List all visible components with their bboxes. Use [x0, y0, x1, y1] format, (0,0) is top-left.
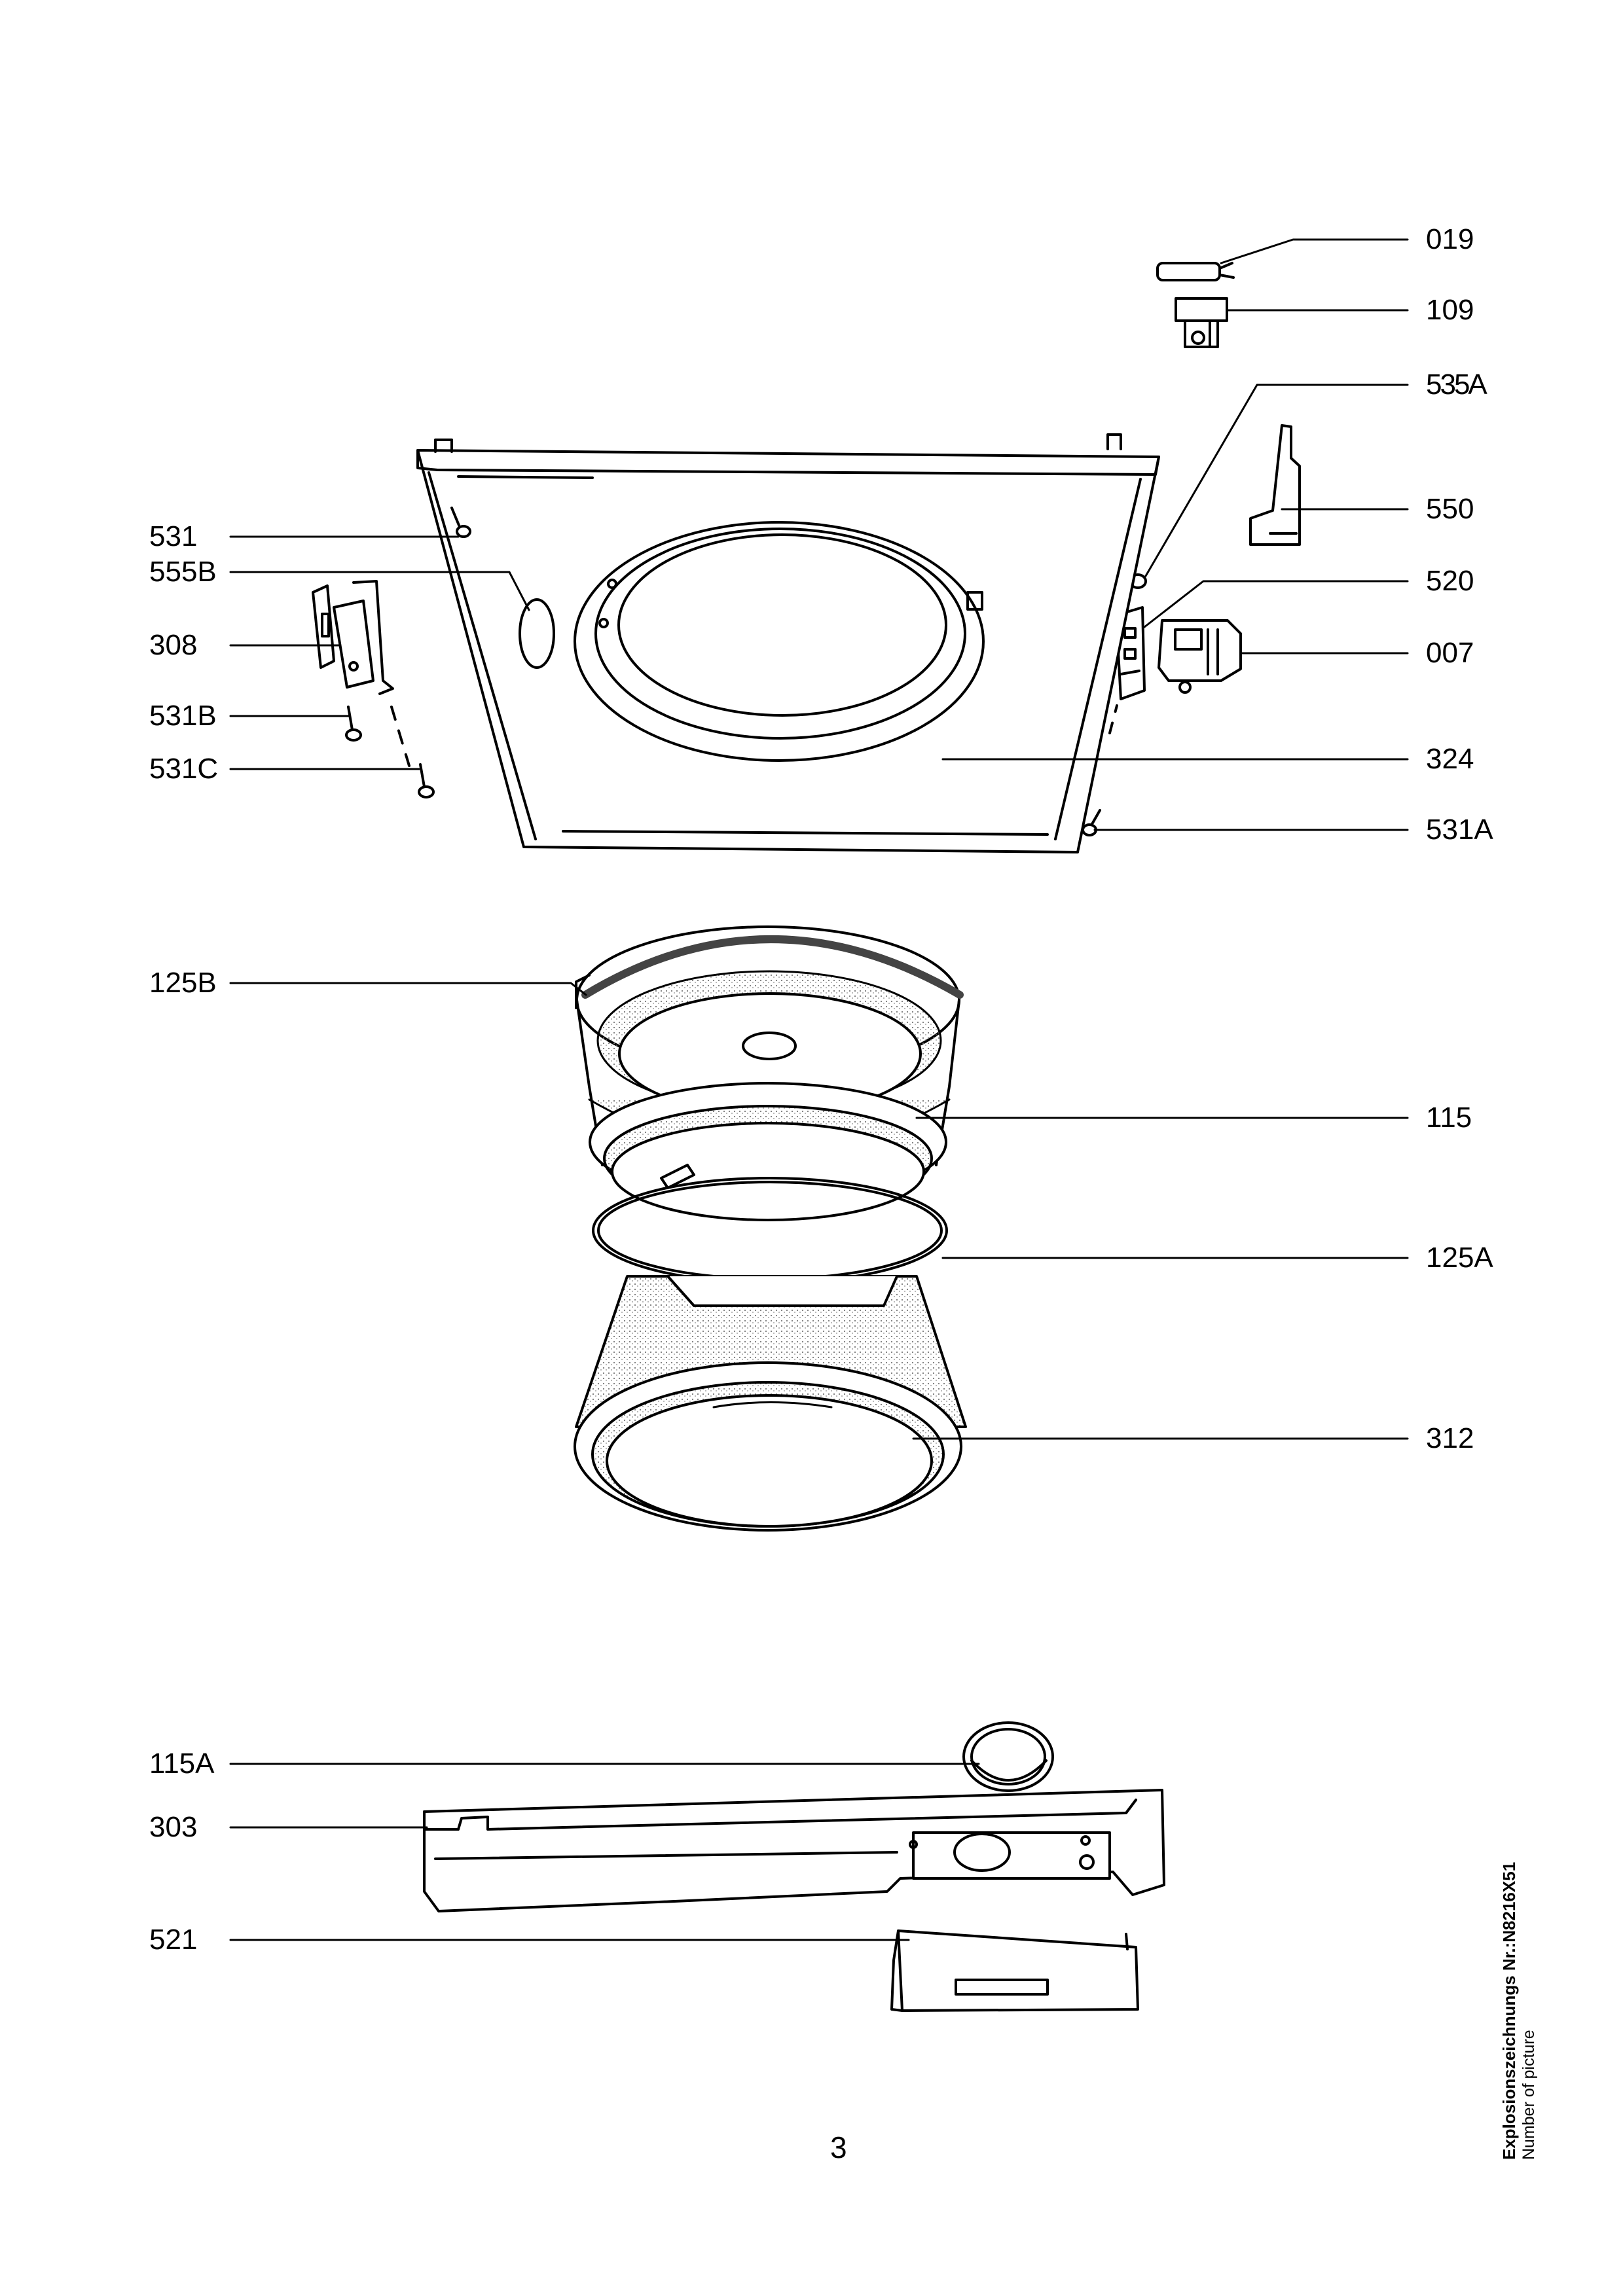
picture-number-title: Explosionszeichnungs Nr.:N8216X51 — [1499, 1861, 1519, 2160]
label-part-555B: 555B — [149, 556, 217, 588]
label-part-125B: 125B — [149, 967, 217, 999]
label-part-109: 109 — [1426, 294, 1474, 326]
part-007-door-interlock — [1158, 619, 1242, 694]
page-number: 3 — [830, 2130, 847, 2164]
part-019-hinge-pin — [1156, 262, 1235, 281]
part-550-door-hook — [1249, 424, 1301, 546]
part-109-hinge-block — [1175, 297, 1228, 348]
label-part-535A: 535A — [1426, 368, 1487, 401]
label-part-115A: 115A — [149, 1748, 215, 1780]
label-part-550: 550 — [1426, 493, 1474, 525]
label-part-531C: 531C — [149, 753, 219, 785]
part-531-screw — [450, 507, 471, 538]
part-531C-screw — [418, 763, 435, 798]
label-part-520: 520 — [1426, 565, 1474, 597]
label-part-531A: 531A — [1426, 814, 1493, 846]
label-part-308: 308 — [149, 629, 198, 661]
leader-lines-left — [229, 535, 980, 1941]
label-part-324: 324 — [1426, 743, 1474, 775]
part-303-control-panel — [423, 1789, 1165, 1912]
part-308-hinge — [312, 580, 410, 767]
label-part-312: 312 — [1426, 1422, 1474, 1454]
leader-lines-right — [912, 238, 1409, 1440]
part-125B-clamp-ring — [575, 935, 964, 1009]
part-324-front-panel — [416, 433, 1160, 853]
part-521-drawer-front — [890, 1929, 1139, 2012]
label-part-531B: 531B — [149, 700, 217, 732]
part-531B-screw — [345, 706, 362, 742]
label-part-521: 521 — [149, 1924, 198, 1956]
picture-number-subtitle: Number of picture — [1520, 2030, 1538, 2160]
picture-number: Explosionszeichnungs Nr.:N8216X51 Number… — [1499, 1862, 1539, 2160]
label-part-531: 531 — [149, 520, 198, 552]
label-part-303: 303 — [149, 1811, 198, 1843]
part-312-door-glass — [574, 1275, 967, 1532]
part-115A-knob-ring — [962, 1721, 1054, 1792]
label-part-115: 115 — [1426, 1102, 1472, 1134]
label-part-019: 019 — [1426, 223, 1474, 255]
label-part-007: 007 — [1426, 637, 1474, 669]
label-part-125A: 125A — [1426, 1242, 1493, 1274]
